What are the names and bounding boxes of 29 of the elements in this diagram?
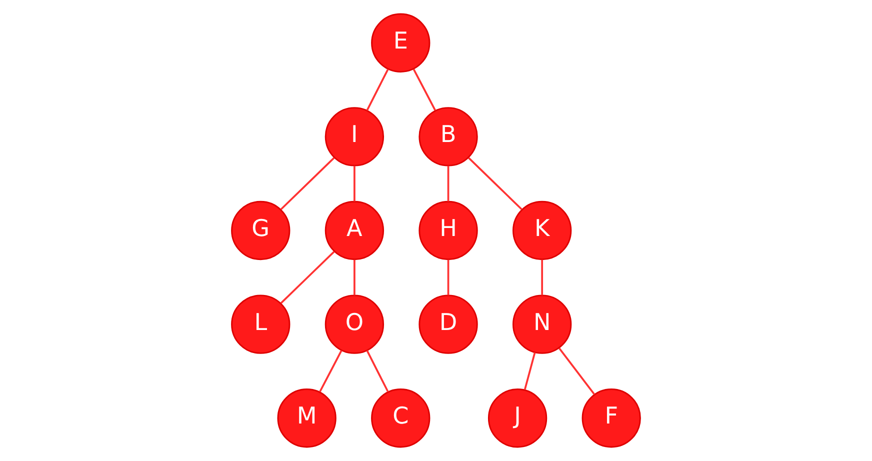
connector bbox=[319, 350, 342, 392]
connector bbox=[524, 352, 536, 390]
node-circle: N bbox=[512, 294, 572, 354]
node-circle: L bbox=[231, 294, 290, 354]
connector bbox=[447, 260, 450, 296]
node-circle: G bbox=[231, 200, 290, 260]
node-circle: H bbox=[418, 200, 478, 260]
connector bbox=[280, 157, 335, 210]
node-circle: F bbox=[582, 388, 641, 448]
node-circle: J bbox=[488, 388, 548, 448]
connector bbox=[447, 166, 450, 202]
node-circle: I bbox=[324, 107, 384, 166]
connector bbox=[541, 260, 544, 296]
node-circle: D bbox=[418, 294, 478, 354]
node-circle: O bbox=[324, 294, 384, 354]
node-circle: M bbox=[277, 388, 336, 448]
node-circle: C bbox=[371, 388, 430, 448]
connector bbox=[558, 348, 596, 396]
node-circle: K bbox=[512, 200, 572, 260]
connector bbox=[366, 350, 389, 392]
connector bbox=[468, 157, 522, 210]
connector bbox=[412, 68, 436, 111]
connector bbox=[280, 251, 335, 304]
connector bbox=[354, 166, 356, 202]
node-circle: B bbox=[418, 107, 478, 166]
node-circle: E bbox=[371, 13, 430, 72]
connector bbox=[354, 260, 356, 296]
node-circle: A bbox=[324, 200, 384, 260]
connector bbox=[366, 68, 389, 111]
